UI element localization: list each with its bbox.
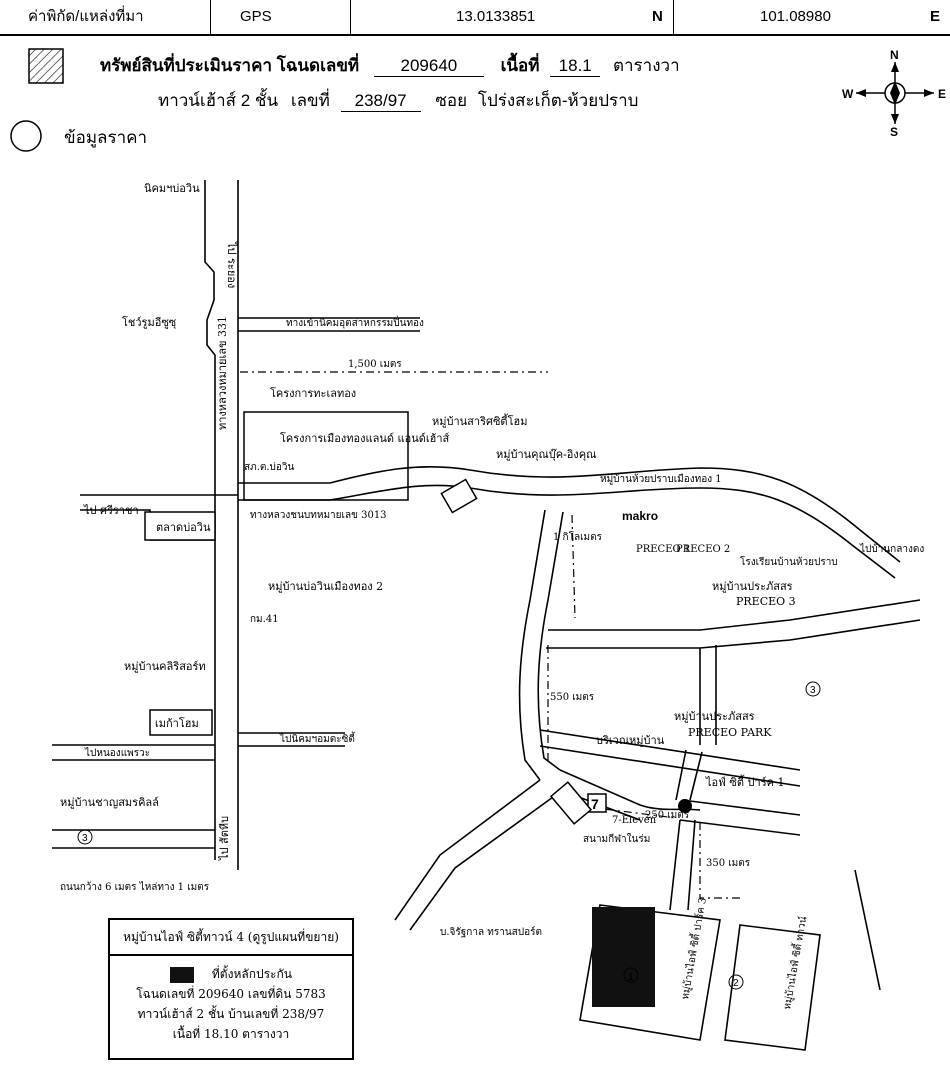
price-circle-icon (10, 120, 42, 152)
label-sirichai: บ.จิรัฐกาล ทรานสปอร์ต (440, 926, 542, 938)
property-row-2: ทาวน์เฮ้าส์ 2 ชั้น เลขที่ 238/97 ซอย โปร… (158, 87, 638, 114)
label-school: โรงเรียนบ้านห้วยปราบ (740, 555, 838, 568)
label-market: ตลาดบ่อวิน (156, 521, 211, 534)
compass-icon: N S W E (842, 48, 946, 139)
label-dist-350: 350 เมตร (706, 858, 751, 869)
label-dist-1km: 1 กิโลเมตร (553, 530, 603, 543)
legend-line-1: โฉนดเลขที่ 209640 เลขที่ดิน 5783 (136, 987, 326, 1001)
label-zone2: หมู่บ้านไอฟ์ ซิตี้ ทาวน์ (779, 915, 809, 1011)
gps-lon: 101.08980 (760, 8, 831, 25)
area-unit: ตารางวา (612, 56, 680, 75)
label-makro: makro (622, 509, 658, 523)
label-dist-550: 550 เมตร (550, 692, 595, 703)
label-v-bowin2: หมู่บ้านบ่อวินเมืองทอง 2 (268, 580, 383, 593)
label-to-rayong: ไป ระยอง (225, 241, 238, 288)
label-preceo3: PRECEO 3 (736, 595, 796, 608)
label-v-huaiprab: หมู่บ้านห้วยปราบเมืองทอง 1 (600, 473, 722, 485)
label-to-sriracha: ไป ศรีราชา (83, 504, 139, 517)
house-number: 238/97 (340, 91, 421, 112)
label-dist-1500: 1,500 เมตร (348, 359, 402, 370)
label-preceo1: PRECEO 1 (636, 544, 690, 555)
label-preceo-park: PRECEO PARK (688, 726, 772, 739)
house-no-label: เลขที่ (290, 91, 330, 110)
area-value: 18.1 (550, 56, 601, 77)
label-to-amata: ทางเข้านิคมอุตสาหกรรมปิ่นทอง (286, 315, 424, 329)
mark-3b: 3 (810, 685, 816, 696)
label-preceo2: PRECEO 2 (676, 544, 730, 555)
gps-lon-dir: E (930, 8, 941, 25)
legend-item-row: ที่ตั้งหลักประกัน (110, 964, 352, 984)
legend-line-3: เนื้อที่ 18.10 ตารางวา (172, 1027, 290, 1041)
soi-name: โปร่งสะเก็ต-ห้วยปราบ (477, 91, 639, 110)
gps-label: ค่าพิกัด/แหล่งที่มา (28, 8, 144, 25)
label-km41: กม.41 (250, 614, 279, 625)
label-to-sattahip: ไป สัตหีบ (218, 816, 231, 861)
gps-lat: 13.0133851 (456, 8, 536, 25)
label-v-charoen: หมู่บ้านชาญสมรคิลล์ (60, 796, 159, 809)
label-stadium: สนามกีฬาในร่ม (583, 833, 650, 845)
deed-number: 209640 (373, 56, 484, 77)
compass-w: W (842, 87, 854, 101)
collateral-swatch-icon (170, 966, 195, 983)
label-fifcity1: ไอฟ์ ซิตี้ ปาร์ค 1 (705, 774, 784, 789)
label-proj-talaythong: โครงการทะเลทอง (270, 386, 356, 400)
legend-item: ที่ตั้งหลักประกัน (211, 967, 292, 981)
label-v-prasat3: หมู่บ้านประภัสสร (712, 580, 793, 593)
label-baan-area: บริเวณหมู่บ้าน (596, 734, 665, 747)
label-to-nikom: ไปนิคมฯอมตะซิตี้ (279, 731, 356, 745)
legend-title: หมู่บ้านไอฟ์ ซิตี้ทาวน์ 4 (ดูรูปแผนที่ขย… (110, 920, 352, 956)
mark-2: 2 (733, 978, 739, 989)
label-to-klangdong: ไปบ้านกลางดง (859, 543, 924, 555)
label-showroom: โชว์รูมอีซูซุ (122, 315, 177, 329)
compass-s: S (890, 125, 898, 139)
area-label: เนื้อที่ (500, 56, 540, 75)
label-to-nongprue: ไปหนองแพรวะ (84, 747, 150, 759)
property-title: ทรัพย์สินที่ประเมินราคา โฉนดเลขที่ (100, 56, 360, 75)
price-info-label: ข้อมูลราคา (64, 128, 148, 147)
label-kanglai: เมก้าโฮม (155, 716, 199, 730)
label-police: สภ.ต.บ่อวิน (244, 462, 295, 473)
hatched-property-icon (28, 48, 64, 84)
seven-eleven-icon: 7 (591, 796, 599, 812)
gps-source: GPS (240, 8, 272, 25)
label-v-sirin: หมู่บ้านคลิริสอร์ท (124, 660, 206, 673)
label-v-sarithcity: หมู่บ้านสาริศซิตี้โฮม (432, 413, 527, 428)
label-dist-250: 250 เมตร (645, 810, 690, 821)
label-v-prasat-park: หมู่บ้านประภัสสร (674, 710, 755, 723)
label-bottom-road: ถนนกว้าง 6 เมตร ไหล่ทาง 1 เมตร (60, 881, 210, 893)
gps-bar: ค่าพิกัด/แหล่งที่มา GPS 13.0133851 N 101… (0, 0, 950, 36)
soi-label: ซอย (435, 91, 468, 110)
label-nikom-bowin: นิคมฯบ่อวิน (144, 182, 200, 195)
label-road-3013: ทางหลวงชนบทหมายเลข 3013 (250, 510, 387, 521)
label-road-331: ทางหลวงหมายเลข 331 (216, 316, 229, 430)
label-proj-muangthong: โครงการเมืองทองแลนด์ แอนด์เฮ้าส์ (280, 431, 450, 445)
gps-lat-dir: N (652, 8, 663, 25)
label-zone1: หมู่บ้านไอฟ์ ซิตี้ ปาร์ค 3 (677, 896, 709, 1000)
property-type: ทาวน์เฮ้าส์ 2 ชั้น (158, 91, 279, 110)
compass-e: E (938, 87, 946, 101)
legend-line-2: ทาวน์เฮ้าส์ 2 ชั้น บ้านเลขที่ 238/97 (137, 1007, 325, 1021)
collateral-block (592, 907, 655, 1007)
mark-3a: 3 (82, 833, 88, 844)
mark-1: 1 (628, 972, 634, 983)
legend-box: หมู่บ้านไอฟ์ ซิตี้ทาวน์ 4 (ดูรูปแผนที่ขย… (108, 918, 354, 1060)
property-row-1: ทรัพย์สินที่ประเมินราคา โฉนดเลขที่ 20964… (100, 52, 680, 79)
compass-n: N (890, 48, 899, 62)
label-v-khunbuk: หมู่บ้านคุณบุ๊ค-อิงคุณ (496, 448, 596, 461)
label-seven: 7-Eleven (612, 815, 657, 826)
